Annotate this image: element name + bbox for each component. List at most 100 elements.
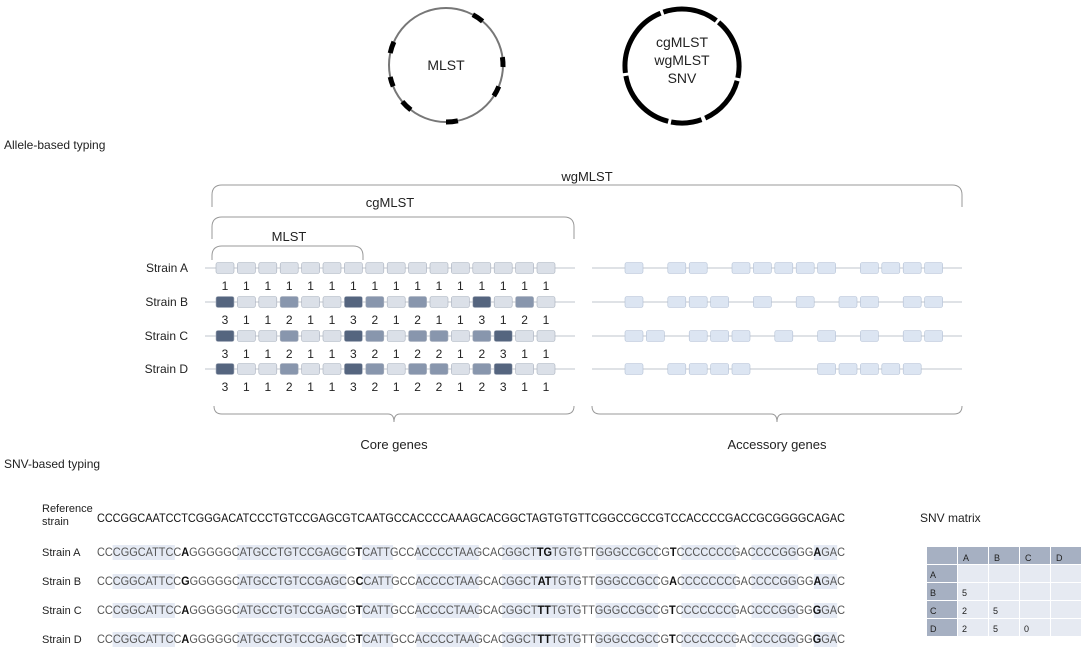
core-gene-box [408,363,427,375]
allele-number: 1 [329,279,336,293]
sequence-segment: GGGGGCATGCCTGTCCGAGCG [189,632,356,646]
sequence-segment: TGTGTTGGGCCGCCG [552,545,670,559]
strain-sequence: CCCGGCATTCCAGGGGGCATGCCTGTCCGAGCGTCATTGC… [97,603,845,617]
snv-base: AT [538,574,552,588]
sequence-segment: TGTGTTGGGCCGCCG [551,632,669,646]
core-gene-box [301,363,320,375]
accessory-gene-box [817,330,836,342]
matrix-value: 5 [993,624,998,634]
accessory-gene-box [667,262,687,274]
allele-number: 2 [286,313,293,327]
core-gene-box [237,363,256,375]
allele-number: 1 [307,347,314,361]
snv-highlight-block [112,545,175,560]
core-gene-box [536,363,556,375]
snv-base: G [813,632,822,646]
allele-number: 1 [457,313,464,327]
allele-section-title: Allele-based typing [4,138,106,152]
allele-number: 2 [371,380,378,394]
accessory-gene-box [774,330,794,342]
snv-highlight-block [813,603,838,618]
reference-label: strain [42,516,69,528]
allele-number: 1 [264,279,271,293]
core-gene-box [429,262,449,274]
sequence-segment: CCCCCCCGACCCCGGGG [676,603,813,617]
core-gene-box [493,296,513,308]
mlst-locus-arc [491,85,502,98]
snv-highlight-block [595,632,658,647]
sequence-segment: CCCCCCCGACCCCGGGG [676,632,813,646]
allele-number: 1 [243,347,250,361]
core-gene-box [258,262,278,274]
core-gene-box [472,296,492,308]
matrix-cell [1020,601,1050,618]
core-gene-box [451,330,470,342]
snv-highlight-block [681,603,736,618]
sequence-segment: GAC [821,632,845,646]
allele-number: 2 [414,347,421,361]
snv-section-title: SNV-based typing [4,457,101,471]
allele-number: 1 [393,380,400,394]
snv-highlight-block [416,632,479,647]
accessory-gene-box [924,330,943,342]
allele-number: 1 [393,279,400,293]
allele-number: 1 [436,279,443,293]
allele-number: 2 [414,380,421,394]
matrix-cell [927,547,957,564]
allele-number: 3 [350,347,357,361]
core-gene-box [493,363,513,375]
allele-number: 1 [264,313,271,327]
sequence-segment: GAC [821,603,845,617]
core-gene-box [451,262,470,274]
allele-number: 1 [243,380,250,394]
core-gene-box [258,296,278,308]
accessory-genes-label: Accessory genes [728,437,827,452]
allele-number: 1 [393,347,400,361]
snv-highlight-block [502,574,581,589]
sequence-segment: CCCGGCATTCC [97,545,182,559]
strain-row-label: Strain B [145,295,188,309]
matrix-cell [989,601,1019,618]
accessory-genes-brace [591,405,963,423]
matrix-cell [958,601,988,618]
sequence-segment: TGTGTTGGGCCGCCG [551,603,669,617]
snv-highlight-block [813,574,838,589]
accessory-gene-box [753,296,772,308]
snv-highlight-block [502,603,581,618]
allele-number: 3 [500,380,507,394]
snv-base: T [356,603,363,617]
core-gene-box [279,330,299,342]
allele-number: 1 [243,279,250,293]
matrix-cell [1051,547,1081,564]
core-gene-box [408,262,427,274]
accessory-gene-box [731,330,751,342]
wgmlst-bracket [211,184,963,207]
accessory-gene-box [838,363,858,375]
accessory-gene-box [667,363,687,375]
strain-row-label: Strain C [145,329,189,343]
matrix-value: 5 [993,606,998,616]
matrix-cell [989,619,1019,636]
accessory-gene-box [795,262,815,274]
core-gene-box [215,296,235,308]
core-gene-box [258,363,278,375]
core-gene-box [451,296,470,308]
snv-base: A [813,545,821,559]
core-gene-box [429,363,449,375]
core-gene-box [515,363,534,375]
matrix-cell [958,565,988,582]
core-gene-box [322,296,342,308]
sequence-segment: CCCGGCATTCC [97,603,182,617]
snv-matrix-title: SNV matrix [920,511,981,525]
core-gene-box [515,330,534,342]
accessory-gene-box [624,296,644,308]
core-gene-box [515,296,534,308]
accessory-gene-box [860,363,879,375]
allele-number: 3 [222,347,229,361]
allele-number: 1 [371,279,378,293]
snv-highlight-block [416,545,479,560]
allele-number: 2 [478,347,485,361]
core-gene-box [365,363,385,375]
snv-highlight-block [502,632,581,647]
accessory-gene-box [646,330,665,342]
